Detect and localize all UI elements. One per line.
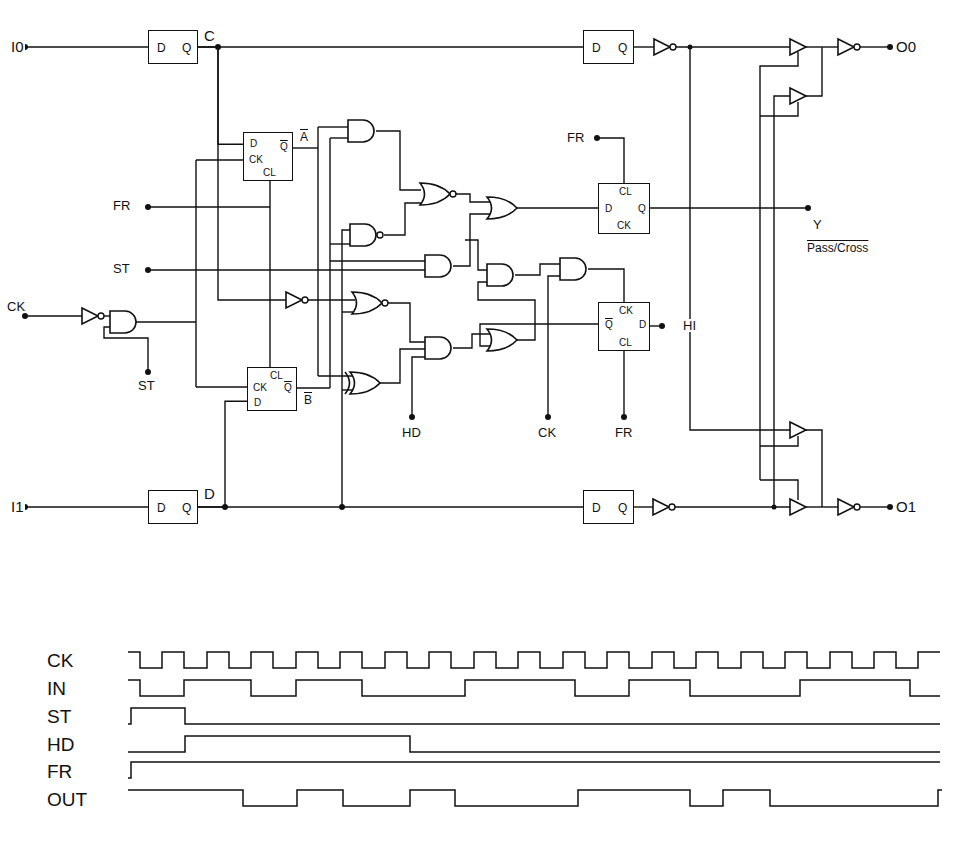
pin-label: D bbox=[203, 486, 216, 501]
pin-label: Pass/Cross bbox=[806, 242, 869, 254]
signal-name: FR bbox=[46, 762, 73, 781]
signal-name: ST bbox=[46, 707, 72, 726]
flip-flop-box: DQ bbox=[148, 30, 198, 64]
pin-label: D bbox=[157, 502, 166, 514]
pin-label: Q bbox=[284, 383, 292, 393]
pin-label: FR bbox=[112, 199, 131, 212]
pin-label: Q bbox=[638, 204, 646, 214]
pin-label: CK bbox=[6, 300, 26, 313]
pin-label: CL bbox=[619, 338, 632, 348]
pin-label: I1 bbox=[10, 499, 25, 514]
pin-label: D bbox=[639, 320, 646, 330]
pin-label: CK bbox=[249, 155, 263, 165]
pin-label: D bbox=[592, 42, 601, 54]
pin-label: Q bbox=[618, 502, 627, 514]
flip-flop-box: CK Q D CL bbox=[598, 302, 650, 351]
pin-label: Q bbox=[618, 42, 627, 54]
pin-label: CK bbox=[619, 306, 633, 316]
flip-flop-box: D CKCL Q bbox=[243, 132, 293, 181]
flip-flop-box: CLCK Q D bbox=[247, 367, 297, 411]
pin-label: D bbox=[157, 42, 166, 54]
pin-label: Y bbox=[812, 218, 823, 231]
pin-label: CK bbox=[253, 383, 267, 393]
pin-label: CL bbox=[270, 371, 283, 381]
signal-name: IN bbox=[46, 679, 67, 698]
pin-label: HI bbox=[682, 319, 697, 332]
pin-label: FR bbox=[614, 426, 633, 439]
signal-wire bbox=[198, 401, 247, 507]
signal-name: HD bbox=[46, 735, 75, 754]
signal-name: OUT bbox=[46, 790, 88, 809]
pin-label: HD bbox=[401, 426, 422, 439]
pin-label: D bbox=[254, 398, 261, 408]
signal-wire bbox=[198, 47, 243, 144]
pin-label: ST bbox=[112, 262, 131, 275]
pin-label: CL bbox=[263, 168, 276, 178]
pin-label: FR bbox=[566, 131, 585, 144]
pin-label: CK bbox=[617, 221, 631, 231]
signal-wire bbox=[198, 46, 583, 47]
pin-label: CL bbox=[619, 187, 632, 197]
pin-label: Q bbox=[182, 502, 191, 514]
pin-label: B bbox=[303, 394, 313, 406]
signal-wire bbox=[198, 506, 583, 507]
pin-label: CK bbox=[537, 426, 557, 439]
pin-label: D bbox=[250, 139, 257, 149]
pin-label: Q bbox=[605, 320, 613, 330]
pin-label: Q bbox=[280, 142, 288, 152]
pin-label: C bbox=[203, 28, 216, 43]
pin-label: Q bbox=[182, 42, 191, 54]
pin-label: D bbox=[592, 502, 601, 514]
flip-flop-box: DQ bbox=[148, 490, 198, 524]
pin-label: I0 bbox=[10, 39, 25, 54]
pin-label: D bbox=[605, 204, 612, 214]
pin-label: O0 bbox=[895, 39, 917, 54]
flip-flop-box: DQ bbox=[583, 490, 634, 524]
flip-flop-box: DQ bbox=[583, 30, 634, 64]
pin-label: A bbox=[299, 131, 309, 143]
pin-label: O1 bbox=[895, 499, 917, 514]
pin-label: ST bbox=[137, 379, 156, 392]
signal-name: CK bbox=[46, 651, 74, 670]
flip-flop-box: CL D Q CK bbox=[598, 183, 650, 234]
